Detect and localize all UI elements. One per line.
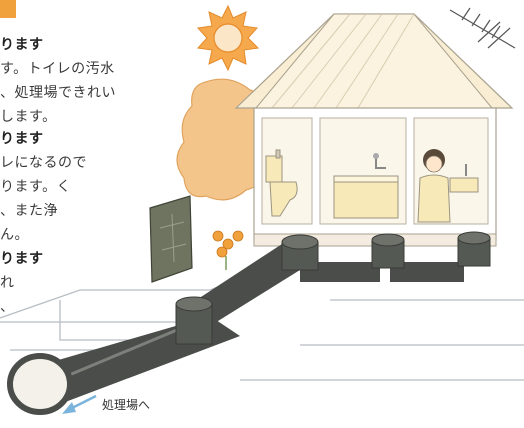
antenna-icon — [449, 7, 516, 49]
bathtub-icon — [333, 153, 399, 219]
text-line: レになるので — [0, 155, 87, 171]
wall-panel — [149, 195, 193, 283]
house — [234, 13, 514, 247]
text-line: れ — [0, 275, 15, 291]
text-line: 、また浄 — [0, 203, 58, 219]
flowers-icon — [212, 230, 244, 270]
ground-lines — [0, 254, 524, 381]
text-line: ん。 — [0, 227, 29, 243]
toilet-icon — [265, 149, 298, 217]
orange-corner-tab — [0, 0, 16, 18]
text-line: ります — [0, 37, 44, 53]
text-line: ります。く — [0, 179, 72, 195]
text-line: 、処理場できれい — [0, 85, 116, 101]
flow-arrow-icon — [62, 394, 97, 414]
sewer-pipe — [7, 231, 491, 415]
text-line: ります — [0, 131, 44, 147]
person-icon — [417, 149, 479, 223]
text-line: ります — [0, 251, 44, 267]
text-line: 、 — [0, 299, 15, 315]
text-line: します。 — [0, 109, 57, 125]
sun-icon — [197, 4, 260, 72]
arrow-label: 処理場へ — [102, 398, 151, 412]
text-line: す。トイレの汚水 — [0, 61, 115, 77]
